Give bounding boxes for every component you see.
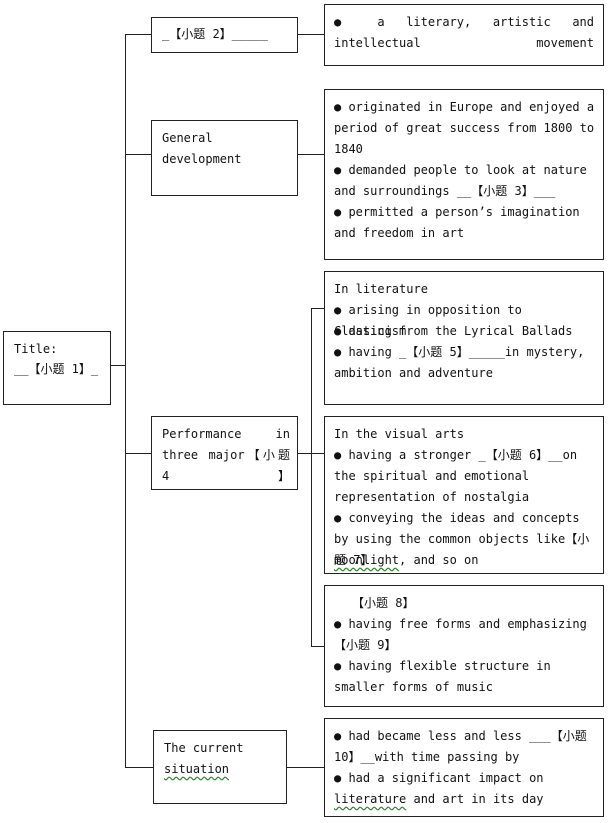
branch-box-2: General development — [151, 120, 298, 196]
detail-4-bullet-1: had became less and less ___【小题 10】__wit… — [334, 726, 598, 768]
branch-4-connector — [125, 767, 154, 768]
detail-3-connector — [297, 453, 311, 454]
branch-box-3: Performance in three major【小题 4】 — [151, 416, 298, 490]
title-box: Title: __【小题 1】_ — [3, 331, 111, 405]
literature-bullet-2: dating from the Lyrical Ballads — [334, 321, 598, 342]
visual-arts-box: In the visual arts having a stronger _【小… — [324, 416, 604, 574]
branch-2-connector — [125, 154, 152, 155]
visual-arts-bullet-1: having a stronger _【小题 6】__on the spirit… — [334, 445, 598, 508]
music-box: 【小题 8】 having free forms and emphasizing… — [324, 585, 604, 707]
detail-1-connector — [297, 34, 325, 35]
branch-4-label-line-1: The current — [164, 741, 244, 755]
detail-2-connector — [297, 154, 325, 155]
literature-heading: In literature — [334, 282, 428, 296]
detail-box-4: had became less and less ___【小题 10】__wit… — [324, 718, 604, 817]
detail-4-tail-rest: and art in its day — [406, 792, 544, 806]
branch-3-label: Performance in three major【小题 4】 — [162, 427, 290, 483]
branch-1-label: _【小题 2】_____ — [162, 27, 268, 41]
music-heading: 【小题 8】 — [352, 596, 415, 610]
detail-4-bullet-2: had a significant impact on — [334, 768, 598, 789]
trunk-line — [125, 34, 126, 767]
detail-box-2: originated in Europe and enjoyed a perio… — [324, 89, 604, 260]
music-bullet-1: having free forms and emphasizing 【小题 9】 — [334, 614, 598, 656]
branch-3-connector — [125, 453, 152, 454]
detail-2-bullet-3: permitted a person’s imagination and fre… — [334, 202, 598, 244]
detail-2-bullet-1: originated in Europe and enjoyed a perio… — [334, 97, 598, 160]
title-connector — [110, 365, 125, 366]
visual-arts-tail-rest: , and so on — [399, 553, 479, 567]
branch-2-label: General development — [162, 131, 242, 166]
visual-arts-heading: In the visual arts — [334, 427, 465, 441]
literature-bullet-3: having _【小题 5】_____in mystery, ambition … — [334, 342, 598, 384]
visual-arts-bullet-2: conveying the ideas and concepts by usin… — [334, 508, 598, 571]
visual-arts-tail-word: moonlight — [334, 553, 400, 567]
title-blank: __【小题 1】_ — [14, 362, 99, 376]
branch-4-label-line-2: situation — [164, 762, 230, 776]
detail-4-tail: literature and art in its day — [334, 789, 544, 810]
branch-box-1: _【小题 2】_____ — [151, 17, 298, 53]
visual-arts-connector — [311, 453, 325, 454]
branch-1-connector — [125, 34, 152, 35]
detail-1-bullet: a literary, artistic and intellectual mo… — [334, 12, 594, 54]
music-connector — [311, 646, 325, 647]
detail-box-1: a literary, artistic and intellectual mo… — [324, 4, 604, 66]
visual-arts-tail: moonlight, and so on — [334, 550, 479, 571]
sub-trunk-line — [311, 308, 312, 646]
literature-connector — [311, 308, 325, 309]
detail-2-bullet-2: demanded people to look at nature and su… — [334, 160, 598, 202]
detail-4-connector — [286, 767, 325, 768]
music-bullet-2: having flexible structure in smaller for… — [334, 656, 598, 698]
branch-box-4: The current situation — [153, 730, 287, 804]
title-label: Title: — [14, 342, 58, 356]
literature-box: In literature arising in opposition to C… — [324, 271, 604, 405]
detail-4-tail-word: literature — [334, 792, 407, 806]
